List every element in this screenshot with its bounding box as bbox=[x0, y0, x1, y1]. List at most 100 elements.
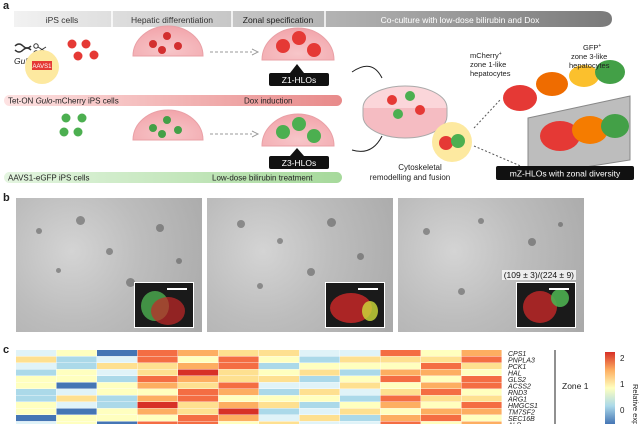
colorbar-tick-0: 0 bbox=[620, 406, 625, 415]
gene-label: ACSS2 bbox=[507, 384, 531, 391]
heatmap-cell bbox=[299, 356, 340, 363]
green-cell bbox=[73, 127, 83, 137]
heatmap-cell bbox=[461, 415, 502, 422]
heatmap-cell bbox=[218, 350, 259, 357]
heatmap-cell bbox=[97, 382, 138, 389]
heatmap-cell bbox=[421, 350, 462, 357]
heatmap-cell bbox=[259, 408, 300, 415]
heatmap-cell bbox=[340, 408, 381, 415]
aavs1-locus bbox=[32, 61, 52, 70]
panel-letter-c: c bbox=[3, 344, 10, 356]
heatmap-cell bbox=[178, 382, 219, 389]
heatmap-cell bbox=[340, 363, 381, 370]
stage-hepatic: Hepatic differentiation bbox=[131, 15, 213, 25]
heatmap-cell bbox=[461, 350, 502, 357]
heatmap-cell bbox=[461, 369, 502, 376]
heatmap-cell bbox=[421, 382, 462, 389]
heatmap-cell bbox=[97, 389, 138, 396]
heatmap-cell bbox=[16, 356, 57, 363]
heatmap-cell bbox=[421, 369, 462, 376]
heatmap-cell bbox=[380, 350, 421, 357]
zone1-label: mCherry+ zone 1-like hepatocytes bbox=[470, 48, 511, 78]
heatmap-cell bbox=[56, 415, 97, 422]
heatmap-cell bbox=[380, 389, 421, 396]
heatmap-cell bbox=[380, 415, 421, 422]
gene-label: PNPLA3 bbox=[508, 358, 535, 365]
heatmap-cell bbox=[56, 382, 97, 389]
heatmap-cell bbox=[97, 408, 138, 415]
fusion-inset bbox=[432, 122, 472, 162]
stage-zonal: Zonal specification bbox=[243, 15, 314, 25]
red-cell bbox=[89, 50, 99, 60]
dox-label: Dox induction bbox=[244, 97, 292, 106]
heatmap-cell bbox=[137, 376, 178, 383]
heatmap-cell bbox=[178, 369, 219, 376]
heatmap-cell bbox=[299, 350, 340, 357]
heatmap-cell bbox=[97, 350, 138, 357]
heatmap-cell bbox=[178, 356, 219, 363]
heatmap-cell bbox=[461, 356, 502, 363]
heatmap-cell bbox=[299, 415, 340, 422]
heatmap-cell bbox=[259, 389, 300, 396]
z3-hlo-label: Z3-HLOs bbox=[282, 158, 316, 168]
heatmap-cell bbox=[340, 389, 381, 396]
heatmap-cell bbox=[218, 402, 259, 409]
heatmap-cell bbox=[137, 356, 178, 363]
green-cell bbox=[61, 113, 71, 123]
schematic-diagram: iPS cells Hepatic differentiation Zonal … bbox=[4, 11, 634, 183]
heatmap-cell bbox=[16, 376, 57, 383]
heatmap-cell bbox=[218, 369, 259, 376]
heatmap-cell bbox=[299, 408, 340, 415]
ratio-label: (109 ± 3)/(224 ± 9) bbox=[501, 270, 576, 280]
fluorescence-inset-2 bbox=[325, 282, 385, 328]
aavs1-egfp-bar bbox=[4, 172, 342, 183]
heatmap-cell bbox=[421, 415, 462, 422]
heatmap-cell bbox=[340, 350, 381, 357]
mz-hlo-tag bbox=[496, 166, 634, 180]
heatmap-cell bbox=[299, 395, 340, 402]
gene-label: RND3 bbox=[508, 390, 527, 397]
heatmap-cell bbox=[461, 389, 502, 396]
stage-ips: iPS cells bbox=[46, 15, 79, 25]
heatmap-cell bbox=[259, 363, 300, 370]
heatmap-cell bbox=[259, 382, 300, 389]
heatmap-cell bbox=[299, 402, 340, 409]
hepatic-dome-top bbox=[132, 25, 204, 57]
zonal-dome-top bbox=[261, 27, 335, 61]
hepatic-dome-bottom bbox=[132, 109, 204, 141]
gene-label: SEC16B bbox=[508, 416, 535, 423]
heatmap-cell bbox=[218, 408, 259, 415]
heatmap-cells bbox=[16, 350, 502, 428]
stage-coculture: Co-culture with low-dose bilirubin and D… bbox=[381, 15, 540, 25]
heatmap-cell bbox=[178, 376, 219, 383]
heatmap-cell bbox=[380, 363, 421, 370]
bilirubin-label: Low-dose bilirubin treatment bbox=[212, 174, 313, 183]
heatmap-cell bbox=[137, 389, 178, 396]
fluorescence-inset-1 bbox=[134, 282, 194, 328]
petri-dish bbox=[362, 85, 448, 139]
heatmap-cell bbox=[299, 363, 340, 370]
green-cell bbox=[77, 113, 87, 123]
heatmap-cell bbox=[421, 356, 462, 363]
heatmap-cell bbox=[178, 389, 219, 396]
gene-label: CPS1 bbox=[508, 351, 526, 358]
stage-header-bar bbox=[14, 11, 612, 27]
heatmap-cell bbox=[56, 363, 97, 370]
heatmap-cell bbox=[178, 350, 219, 357]
tet-on-bar bbox=[4, 95, 342, 106]
mz-hlo-illustration bbox=[503, 60, 631, 177]
heatmap-cell bbox=[56, 356, 97, 363]
heatmap-cell bbox=[380, 356, 421, 363]
heatmap-cell bbox=[340, 369, 381, 376]
heatmap-cell bbox=[218, 363, 259, 370]
heatmap-cell bbox=[340, 356, 381, 363]
arrow-in-bottom bbox=[351, 135, 383, 152]
z1-hlo-tag bbox=[269, 73, 329, 86]
heatmap-cell bbox=[299, 376, 340, 383]
heatmap-cell bbox=[16, 402, 57, 409]
heatmap-cell bbox=[461, 402, 502, 409]
heatmap-cell bbox=[218, 382, 259, 389]
red-cell bbox=[81, 39, 91, 49]
